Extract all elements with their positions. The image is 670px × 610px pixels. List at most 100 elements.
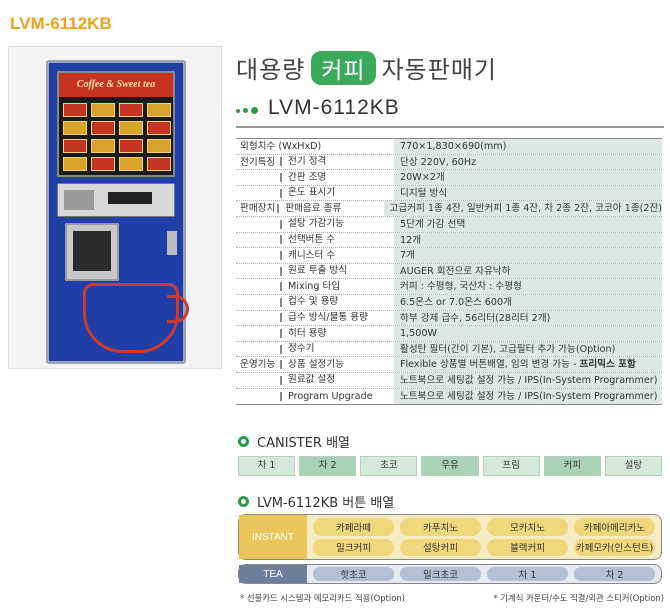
spec-item: 간판 조명 xyxy=(280,170,394,185)
canister-item: 커피 xyxy=(543,456,601,476)
canister-item: 차 2 xyxy=(299,456,357,476)
spec-category xyxy=(236,279,280,294)
spec-row: 원료 투출 방식 AUGER 회전으로 자유낙하 xyxy=(236,263,662,280)
spec-item: 설탕 가감기능 xyxy=(280,217,394,232)
spec-item: 급수 방식/물통 용량 xyxy=(280,311,394,326)
spec-value: 디지털 방식 xyxy=(394,185,662,201)
tea-drink-button: 핫초코 xyxy=(313,567,394,581)
spec-row: Program Upgrade 노트북으로 세팅값 설정 가능 / IPS(In… xyxy=(236,388,662,405)
instant-drink-button: 카페아메리카노 xyxy=(574,518,655,536)
vending-machine-image: Coffee & Sweet tea xyxy=(46,60,189,364)
spec-value: 노트북으로 세팅값 설정 가능 / IPS(In-System Programm… xyxy=(394,372,662,388)
spec-row: 전기특징 전기 정격 단상 220V, 60Hz xyxy=(236,154,662,171)
spec-item: 외형치수 (WxHxD) xyxy=(240,140,322,152)
spec-value: 커피 : 수평형, 국산차 : 수평형 xyxy=(394,279,662,294)
cup-graphic xyxy=(83,283,179,353)
spec-value: 770×1,830×690(mm) xyxy=(394,139,662,154)
spec-item: Mixing 타입 xyxy=(280,279,394,294)
spec-row: 컵수 및 용량 6.5온스 or 7.0온스 600개 xyxy=(236,294,662,311)
spec-item: 캐니스터 수 xyxy=(280,248,394,263)
spec-row: Mixing 타입 커피 : 수평형, 국산차 : 수평형 xyxy=(236,279,662,295)
led-readout xyxy=(108,192,152,204)
spec-category xyxy=(236,373,280,388)
page-title: 대용량 커피 자동판매기 xyxy=(236,50,497,85)
spec-row: 원료값 설정 노트북으로 세팅값 설정 가능 / IPS(In-System P… xyxy=(236,372,662,389)
spec-item: Program Upgrade xyxy=(280,389,394,405)
spec-value: 7개 xyxy=(394,248,662,263)
spec-value: 고급커피 1종 4잔, 일반커피 1종 4잔, 차 2종 2잔, 코코아 1종(… xyxy=(383,201,662,216)
door-lock xyxy=(167,231,177,255)
spec-item: 원료 투출 방식 xyxy=(280,264,394,279)
footnotes: * 선불카드 시스템과 메모리카드 적용(Option) * 기계식 카운터/수… xyxy=(240,592,664,604)
spec-category xyxy=(236,217,280,232)
title-after: 자동판매기 xyxy=(381,56,497,84)
spec-item: 상품 설정기능 xyxy=(280,357,394,372)
spec-category xyxy=(236,264,280,279)
spec-value: 활성탄 필터(간이 기본), 고급필터 추가 가능(Option) xyxy=(394,341,662,357)
spec-row: 판매장치 판매음료 종류 고급커피 1종 4잔, 일반커피 1종 4잔, 차 2… xyxy=(236,201,662,217)
canister-heading: CANISTER 배열 xyxy=(238,432,350,451)
spec-item: 선택버튼 수 xyxy=(280,233,394,248)
spec-item: 판매음료 종류 xyxy=(277,201,383,216)
spec-row: 온도 표시기 디지털 방식 xyxy=(236,185,662,202)
title-highlight: 커피 xyxy=(311,50,376,85)
ring-bullet-icon xyxy=(238,436,249,447)
instant-drink-button: 카푸치노 xyxy=(400,518,481,536)
spec-table: 외형치수 (WxHxD) 770×1,830×690(mm)전기특징 전기 정격… xyxy=(236,138,662,406)
spec-value: 노트북으로 세팅값 설정 가능 / IPS(In-System Programm… xyxy=(394,388,662,405)
note-2: * 기계식 카운터/수도 직결/외관 스티커(Option) xyxy=(493,593,664,603)
divider xyxy=(236,126,664,128)
spec-item: 컵수 및 용량 xyxy=(280,295,394,310)
instant-drink-button: 블랙커피 xyxy=(487,538,568,556)
subtitle-text: LVM-6112KB xyxy=(268,96,400,119)
buttons-heading: LVM-6112KB 버튼 배열 xyxy=(238,492,394,511)
spec-item: 정수기 xyxy=(280,342,394,357)
machine-display: Coffee & Sweet tea xyxy=(57,71,175,177)
canister-item: 설탕 xyxy=(604,456,662,476)
spec-category xyxy=(236,233,280,248)
buttons-heading-text: LVM-6112KB 버튼 배열 xyxy=(257,496,395,511)
spec-category: 운영기능 xyxy=(240,359,276,371)
spec-category xyxy=(236,326,280,341)
spec-row: 급수 방식/물통 용량 하부 강제 급수, 56리터(28리터 2개) xyxy=(236,310,662,327)
spec-row: 정수기 활성탄 필터(간이 기본), 고급필터 추가 가능(Option) xyxy=(236,341,662,358)
spec-item: 전기 정격 xyxy=(280,155,394,170)
spec-category xyxy=(236,186,280,201)
spec-value: 20W×2개 xyxy=(394,170,662,185)
spec-row: 설탕 가감기능 5단계 가감 선택 xyxy=(236,216,662,233)
spec-row: 운영기능 상품 설정기능 Flexible 상품별 버튼배열, 임의 변경 가능… xyxy=(236,357,662,373)
spec-row: 선택버튼 수 12개 xyxy=(236,232,662,249)
spec-category xyxy=(236,170,280,185)
spec-category xyxy=(236,295,280,310)
tea-drink-button: 차 1 xyxy=(487,567,568,581)
spec-item: 온도 표시기 xyxy=(280,186,394,201)
spec-value: 6.5온스 or 7.0온스 600개 xyxy=(394,294,662,310)
spec-category xyxy=(236,389,280,405)
canister-item: 초코 xyxy=(360,456,418,476)
instant-drink-button: 밀크커피 xyxy=(313,538,394,556)
spec-row: 히터 용량 1,500W xyxy=(236,326,662,342)
spec-category: 전기특징 xyxy=(240,156,276,168)
title-before: 대용량 xyxy=(236,56,306,84)
spec-category xyxy=(236,311,280,326)
bullet-dots-icon xyxy=(236,103,258,114)
instant-drink-button: 설탕커피 xyxy=(400,538,481,556)
spec-category xyxy=(236,342,280,357)
model-tag: LVM-6112KB xyxy=(10,14,112,33)
spec-value: 단상 220V, 60Hz xyxy=(394,154,662,170)
spec-value: 5단계 가감 선택 xyxy=(394,216,662,232)
cup-dispenser xyxy=(65,223,119,281)
coin-slot xyxy=(64,190,94,210)
note-1: * 선불카드 시스템과 메모리카드 적용(Option) xyxy=(240,593,405,603)
model-subtitle: LVM-6112KB xyxy=(236,96,400,120)
spec-category xyxy=(236,248,280,263)
control-panel xyxy=(57,183,175,217)
spec-value: 12개 xyxy=(394,232,662,248)
instant-drink-button: 카페모카(인스턴트) xyxy=(574,538,655,556)
spec-item: 히터 용량 xyxy=(280,326,394,341)
